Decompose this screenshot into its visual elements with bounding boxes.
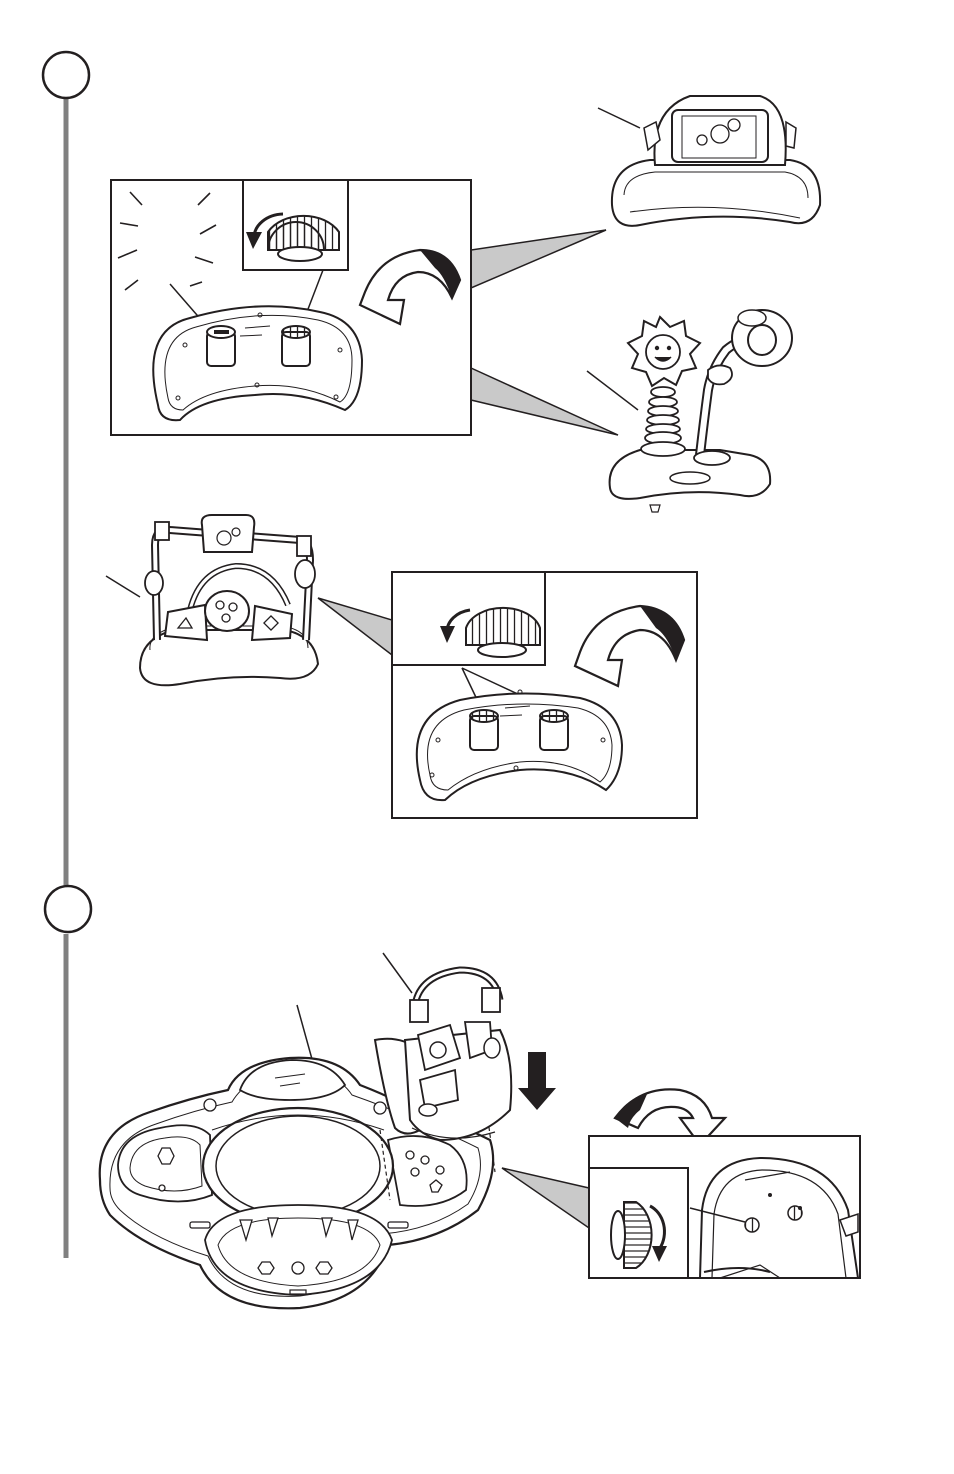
toy-sun-stacker	[587, 310, 792, 512]
step-1-marker	[43, 52, 89, 98]
step-2-marker	[45, 886, 91, 932]
callout-beam-top	[471, 230, 618, 435]
callout-beam-bottom	[502, 1168, 589, 1228]
detail-box-underside	[589, 1136, 860, 1278]
stacking-rings	[641, 387, 685, 456]
toy-picture-frame	[598, 96, 820, 226]
detail-box-battery-cover-b	[392, 572, 697, 818]
screw-head-inset-c	[611, 1202, 652, 1268]
callout-beam-mid	[318, 598, 392, 655]
flexible-arm	[694, 310, 792, 465]
toy-activity-bar	[106, 515, 318, 685]
down-arrow-icon	[518, 1052, 556, 1110]
sun-face	[628, 317, 700, 386]
detail-box-battery-cover-a	[111, 180, 471, 435]
activity-toy-insert	[375, 953, 511, 1140]
